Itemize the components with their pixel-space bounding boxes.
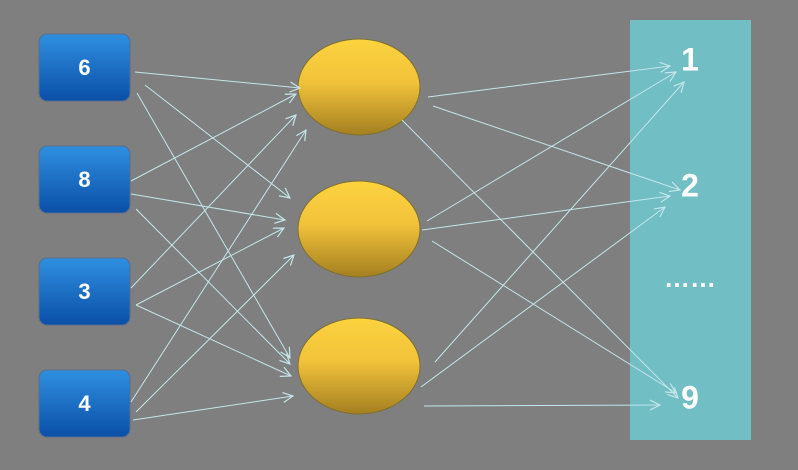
input-node: 8 (38, 145, 131, 214)
input-to-hidden-connectors (130, 71, 306, 421)
connector-arrow (401, 119, 678, 398)
input-node: 3 (38, 257, 131, 326)
output-label: 9 (681, 379, 699, 415)
connector-arrow (134, 71, 300, 88)
connector-arrow (136, 92, 290, 358)
hidden-node (297, 180, 421, 278)
connector-arrow (130, 94, 296, 182)
connector-arrow (135, 228, 284, 306)
hidden-node (297, 317, 421, 415)
connector-arrow (432, 105, 680, 190)
output-panel (630, 20, 751, 440)
input-label: 8 (78, 167, 90, 192)
connector-arrow (434, 82, 684, 363)
connector-arrow (130, 115, 296, 289)
input-label: 4 (78, 391, 91, 416)
connector-arrow (420, 207, 665, 388)
output-label: 1 (681, 41, 699, 77)
input-label: 3 (78, 279, 90, 304)
output-ellipsis: …… (664, 263, 716, 293)
input-label: 6 (78, 55, 90, 80)
connector-arrow (135, 255, 294, 413)
connector-arrow (132, 396, 293, 421)
connector-arrow (427, 66, 670, 98)
connector-arrow (135, 208, 290, 364)
output-label: 2 (681, 167, 699, 203)
connector-arrow (421, 196, 670, 231)
input-node: 4 (38, 369, 131, 438)
hidden-node (297, 38, 421, 136)
connector-arrow (135, 304, 291, 376)
input-node: 6 (38, 33, 131, 102)
connector-arrow (431, 240, 676, 393)
connector-arrow (130, 130, 306, 403)
hidden-to-output-connectors (401, 66, 684, 406)
connector-arrow (144, 84, 290, 198)
connector-arrow (426, 72, 676, 222)
connector-arrow (423, 405, 660, 406)
